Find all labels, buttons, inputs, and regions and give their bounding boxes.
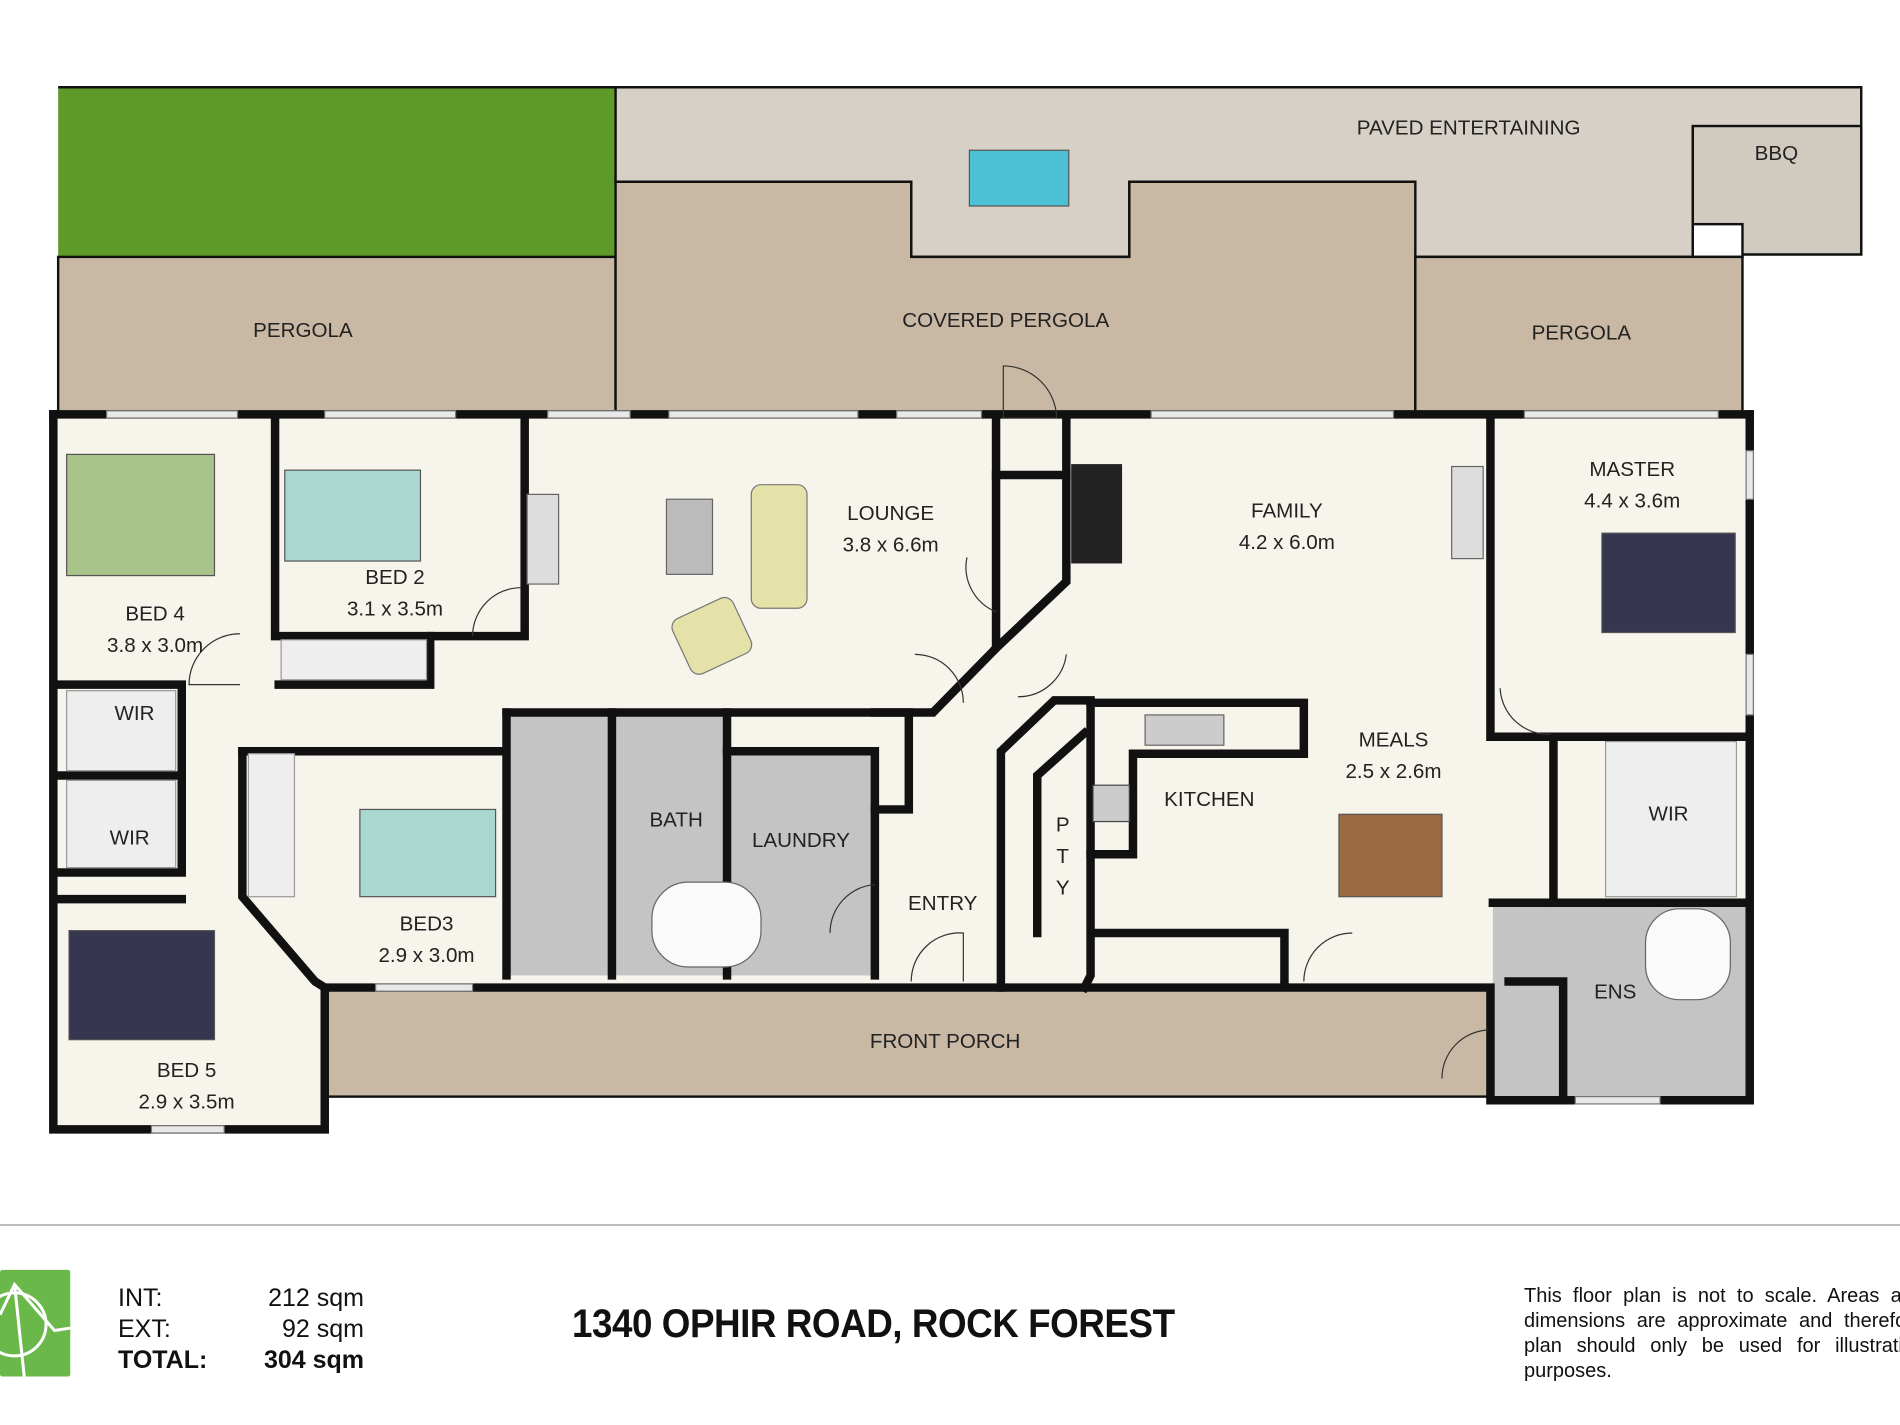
label-pty-y: Y	[1056, 876, 1070, 899]
label-bed5: BED 5	[157, 1059, 216, 1082]
sofa	[750, 484, 808, 609]
stat-total: TOTAL:304 sqm	[118, 1346, 364, 1374]
label-paved: PAVED ENTERTAINING	[1357, 117, 1581, 140]
label-pty-t: T	[1056, 845, 1069, 868]
size-lounge: 3.8 x 6.6m	[843, 533, 939, 556]
doors	[188, 365, 1552, 1079]
armchair	[671, 596, 753, 675]
label-bbq: BBQ	[1755, 142, 1798, 165]
interior-floor	[53, 414, 1750, 1130]
tv-family	[1451, 465, 1484, 560]
family-sofa	[1071, 464, 1123, 564]
label-bed2: BED 2	[365, 566, 424, 589]
disclaimer-text: This floor plan is not to scale. Areas a…	[1524, 1285, 1900, 1382]
size-bed2: 3.1 x 3.5m	[347, 598, 443, 621]
furniture	[66, 453, 1738, 1041]
label-entry: ENTRY	[908, 892, 978, 915]
label-pty-p: P	[1056, 813, 1070, 836]
pool	[968, 149, 1070, 207]
pergola-right-area	[1414, 255, 1744, 414]
label-lounge: LOUNGE	[847, 502, 934, 525]
label-meals: MEALS	[1359, 728, 1429, 751]
label-master: MASTER	[1589, 458, 1675, 481]
size-bed5: 2.9 x 3.5m	[139, 1091, 235, 1114]
company-logo	[0, 1269, 71, 1377]
grass-area	[58, 87, 616, 257]
area-stats: INT:212 sqm EXT:92 sqm TOTAL:304 sqm	[118, 1283, 364, 1376]
label-bath: BATH	[649, 808, 702, 831]
lounge-table	[665, 498, 714, 575]
bed-4	[66, 453, 216, 577]
size-family: 4.2 x 6.0m	[1239, 531, 1335, 554]
kitchen-sink	[1144, 714, 1225, 746]
label-ens: ENS	[1594, 980, 1636, 1003]
wardrobe-bed2	[280, 639, 428, 681]
label-family: FAMILY	[1251, 499, 1323, 522]
label-wir1: WIR	[114, 702, 154, 725]
size-bed4: 3.8 x 3.0m	[107, 634, 203, 657]
label-wir2: WIR	[110, 827, 150, 850]
bed-master	[1601, 532, 1736, 634]
ens-tub	[1644, 908, 1731, 1001]
size-bed3: 2.9 x 3.0m	[378, 944, 474, 967]
footer-divider	[0, 1224, 1900, 1226]
wardrobe-wir3	[1604, 740, 1738, 898]
tv-lounge	[526, 493, 560, 585]
bed-2	[284, 469, 422, 562]
label-bed4: BED 4	[125, 602, 184, 625]
label-pergola-left: PERGOLA	[253, 319, 353, 342]
size-meals: 2.5 x 2.6m	[1345, 760, 1441, 783]
label-covered-pergola: COVERED PERGOLA	[902, 309, 1109, 332]
bed-5	[68, 930, 216, 1041]
label-laundry: LAUNDRY	[752, 829, 850, 852]
label-wir3: WIR	[1649, 802, 1689, 825]
bath-tub	[651, 881, 762, 968]
bed-3	[359, 808, 497, 898]
wardrobe-bed3	[247, 753, 296, 898]
label-kitchen: KITCHEN	[1164, 788, 1254, 811]
property-address: 1340 OPHIR ROAD, ROCK FOREST	[572, 1302, 1175, 1346]
wardrobe-wir1	[66, 690, 177, 772]
wardrobe-wir2	[66, 779, 177, 869]
label-front-porch: FRONT PORCH	[870, 1030, 1021, 1053]
stat-int: INT:212 sqm	[118, 1284, 364, 1312]
windows	[106, 410, 1754, 1134]
dining-table	[1338, 813, 1443, 898]
label-pergola-right: PERGOLA	[1532, 321, 1632, 344]
bbq-notch	[1691, 222, 1744, 259]
bed3-ensuite-floor	[506, 714, 610, 976]
stat-ext: EXT:92 sqm	[118, 1315, 364, 1343]
label-bed3: BED3	[400, 913, 454, 936]
cooktop	[1092, 784, 1130, 823]
size-master: 4.4 x 3.6m	[1584, 490, 1680, 513]
